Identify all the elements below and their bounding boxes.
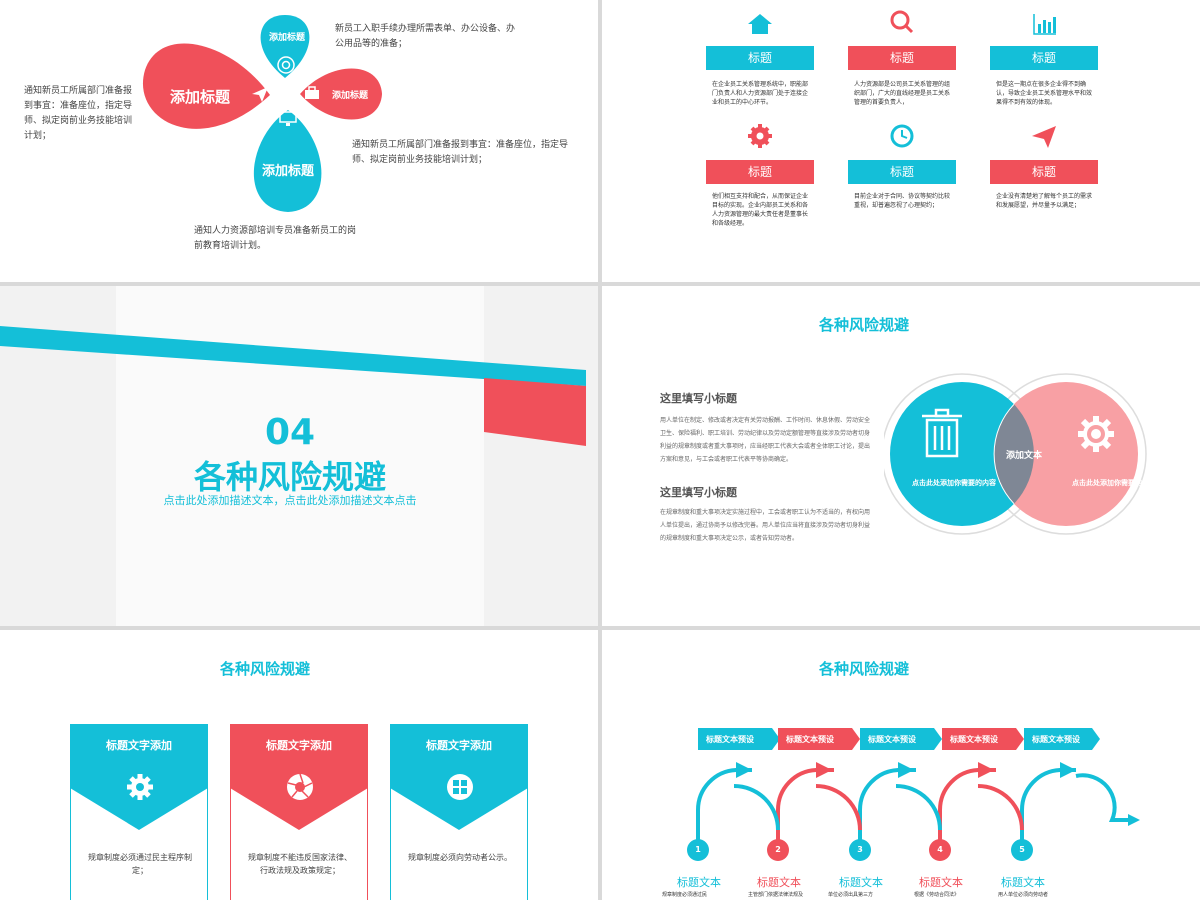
step-number-3: 3: [849, 839, 871, 861]
home-icon: [748, 14, 772, 34]
petal-right-label: 添加标题: [331, 91, 368, 101]
trash-icon: [922, 408, 962, 458]
step-title-5: 标题文本: [1001, 876, 1045, 889]
send-icon: [252, 87, 268, 102]
card-2-title: 标题文字添加: [266, 739, 332, 752]
item-title-5: 标题: [848, 160, 956, 184]
petal-top-label: 添加标题: [268, 33, 305, 43]
step-title-2: 标题文本: [757, 876, 801, 889]
item-title-1: 标题: [706, 46, 814, 70]
item-title-2: 标题: [848, 46, 956, 70]
text-left: 通知新员工所属部门准备报到事宜：准备座位，指定导师、拟定岗前业务技能培训计划；: [24, 86, 133, 141]
send-icon: [1032, 126, 1056, 148]
section-number: 04: [264, 412, 316, 453]
bar-chart-icon: [1033, 14, 1056, 35]
briefcase-icon: [305, 86, 319, 99]
item-title-6: 标题: [990, 160, 1098, 184]
gear-icon: [127, 774, 153, 800]
text-top-right: 新员工入职手续办理所需表单、办公设备、办公用品等的准备；: [335, 24, 516, 49]
slide-section-04[interactable]: 04 各种风险规避 点击此处添加描述文本，点击此处添加描述文本点击: [0, 286, 598, 626]
card-1[interactable]: 标题文字添加 规章制度必须通过民主程序制定；: [70, 724, 208, 900]
card-2-text: 规章制度不能违反国家法律、行政法规及政策规定；: [248, 853, 352, 875]
item-title-3: 标题: [990, 46, 1098, 70]
card-3-title: 标题文字添加: [426, 739, 492, 752]
text-right: 通知新员工所属部门准备报到事宜：准备座位，指定导师、拟定岗前业务技能培训计划；: [352, 140, 569, 165]
venn-left-label: 点击此处添加你需要的内容: [912, 479, 996, 487]
slide-six-items[interactable]: 标题 标题 标题 在企业员工关系管理系统中，职能部门负责人和人力资源部门处于连接…: [602, 0, 1200, 282]
paragraph-2: 在规章制度和重大事项决定实施过程中，工会或者职工认为不适当的，有权向用人单位提出…: [660, 509, 871, 542]
card-1-text: 规章制度必须通过民主程序制定；: [88, 853, 192, 875]
card-3-text: 规章制度必须向劳动者公示。: [408, 853, 512, 862]
venn-center-label: 添加文本: [1005, 451, 1042, 461]
flower-diagram: [142, 15, 382, 212]
gear-icon: [748, 124, 772, 148]
slide-three-cards[interactable]: 各种风险规避 标题文字添加 规章制度必须通过民主程序制定； 标题文字添加 规章制…: [0, 630, 598, 900]
item-text-2: 人力资源部是公司员工关系管理的组织部门，广大的直线经理是员工关系管理的首要负责人…: [854, 81, 951, 106]
step-title-3: 标题文本: [839, 876, 883, 889]
paragraph-1: 用人单位在制定、修改或者决定有关劳动报酬、工作时间、休息休假、劳动安全卫生、保险…: [660, 417, 871, 463]
timeline-graphic: [695, 728, 1140, 842]
slide-venn[interactable]: 各种风险规避 这里填写小标题 用人单位在制定、修改或者决定有关劳动报酬、工作时间…: [602, 286, 1200, 626]
petal-right-shape: [300, 68, 382, 120]
petal-left-label: 添加标题: [169, 88, 230, 106]
card-3[interactable]: 标题文字添加 规章制度必须向劳动者公示。: [390, 724, 528, 900]
card-2[interactable]: 标题文字添加 规章制度不能违反国家法律、行政法规及政策规定；: [230, 724, 368, 900]
step-number-4: 4: [929, 839, 951, 861]
search-icon: [890, 10, 914, 34]
step-number-2: 2: [767, 839, 789, 861]
flag-label-2: 标题文本预设: [786, 735, 834, 744]
item-text-6: 企业没有清楚地了解每个员工的需求和发展愿望，并尽量予以满足；: [996, 193, 1093, 209]
item-text-1: 在企业员工关系管理系统中，职能部门负责人和人力资源部门处于连接企业和员工的中心环…: [712, 81, 809, 106]
aperture-icon: [287, 773, 313, 800]
item-title-4: 标题: [706, 160, 814, 184]
item-text-4: 他们相互支持和配合，从而保证企业目标的实现。企业内部员工关系和各人力资源管理的最…: [712, 193, 809, 227]
slide4-heading: 各种风险规避: [818, 316, 909, 334]
item-text-5: 目前企业对于合同、协议等契约比较重视，却普遍忽视了心理契约；: [854, 193, 951, 209]
step-number-1: 1: [687, 839, 709, 861]
step-desc-1: 规章制度必须通过民: [662, 892, 708, 898]
text-bottom: 通知人力资源部培训专员准备新员工的岗前教育培训计划。: [194, 226, 357, 251]
step-desc-2: 主管部门依据法律法规及: [748, 892, 804, 898]
petal-bottom-shape: [253, 110, 322, 212]
step-title-4: 标题文本: [919, 876, 963, 889]
target-icon: [277, 56, 295, 74]
ribbon-shape: [0, 326, 586, 446]
card-1-title: 标题文字添加: [106, 739, 172, 752]
clock-icon: [890, 124, 914, 148]
venn-right-label: 点击此处添加你需要的内容: [1072, 479, 1156, 487]
slide-flower-diagram[interactable]: 添加标题 添加标题 添加标题 添加标题 新员工入职手续办理所需表单、办公设备、办…: [0, 0, 598, 282]
step-desc-4: 根据《劳动合同法》: [914, 892, 960, 898]
section-subtitle: 点击此处添加描述文本，点击此处添加描述文本点击: [163, 494, 417, 507]
flag-label-1: 标题文本预设: [706, 735, 754, 744]
slide-timeline[interactable]: 各种风险规避 标题文本: [602, 630, 1200, 900]
step-desc-5: 用人单位必须向劳动者: [998, 892, 1049, 898]
step-title-1: 标题文本: [677, 876, 721, 889]
flag-label-3: 标题文本预设: [868, 735, 916, 744]
slide6-heading: 各种风险规避: [818, 660, 909, 678]
sub-title-1: 这里填写小标题: [660, 392, 737, 405]
step-number-5: 5: [1011, 839, 1033, 861]
slide5-heading: 各种风险规避: [219, 660, 310, 678]
monitor-icon: [279, 111, 297, 126]
petal-left-shape: [142, 43, 270, 129]
item-text-3: 但是这一期点在很多企业得不到确认，导致企业员工关系管理水平和效果得不到有效的体现…: [996, 81, 1093, 106]
step-desc-3: 单位必须出具第三方: [828, 892, 874, 898]
venn-diagram: [884, 373, 1147, 535]
flag-label-5: 标题文本预设: [1032, 735, 1080, 744]
petal-bottom-label: 添加标题: [261, 164, 314, 179]
sub-title-2: 这里填写小标题: [660, 486, 737, 499]
gear-icon: [1078, 416, 1114, 452]
flag-label-4: 标题文本预设: [950, 735, 998, 744]
windows-icon: [447, 774, 473, 800]
section-title: 各种风险规避: [193, 458, 386, 496]
petal-top-shape: [260, 15, 310, 78]
